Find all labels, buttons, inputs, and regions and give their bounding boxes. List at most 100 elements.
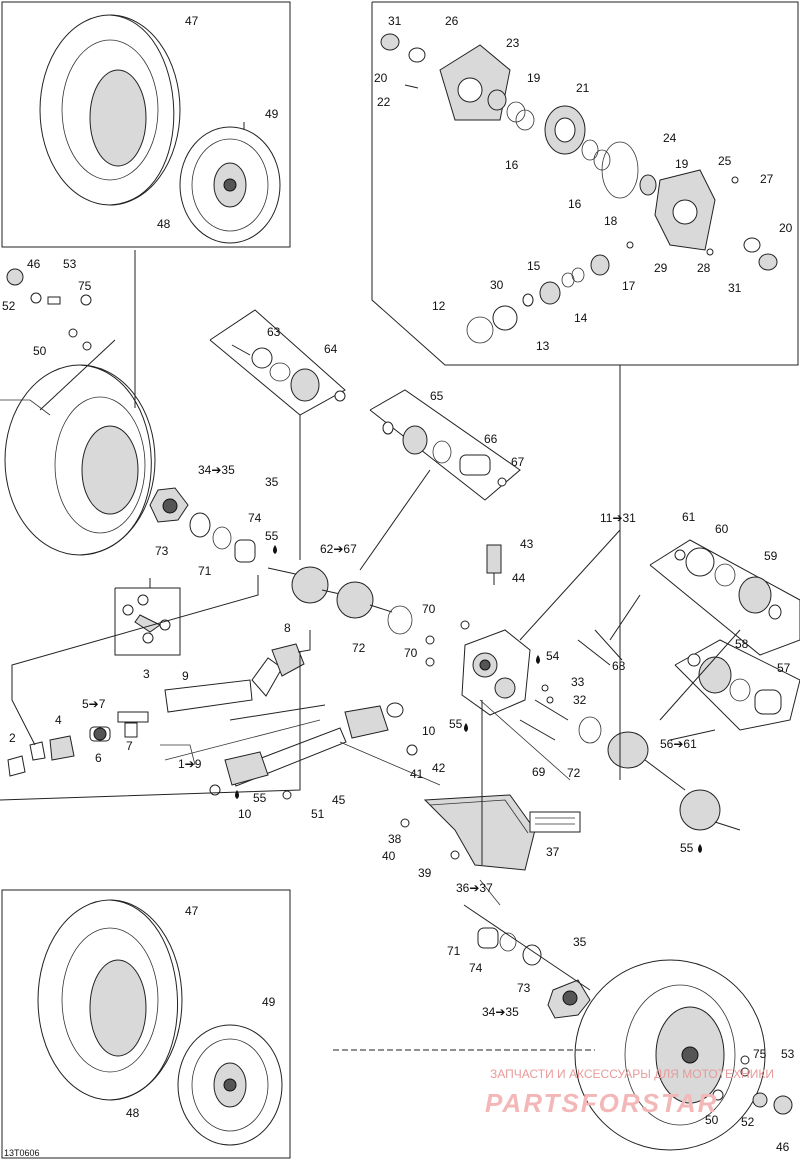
callout-9: 9 xyxy=(182,669,189,683)
callout-13: 13 xyxy=(536,339,550,353)
hub-lower xyxy=(547,979,591,1019)
callout-23: 23 xyxy=(506,36,520,50)
tire-lower-left xyxy=(37,899,183,1101)
watermark-text: ЗАПЧАСТИ И АКСЕССУАРЫ ДЛЯ МОТОТЕХНИКИ xyxy=(490,1067,774,1081)
callout-66: 66 xyxy=(484,432,498,446)
callout-31-a: 31 xyxy=(388,14,402,28)
callout-20-a: 20 xyxy=(374,71,388,85)
callout-65: 65 xyxy=(430,389,444,403)
upper-wheel-frame xyxy=(1,1,291,248)
callout-53-upper: 53 xyxy=(63,257,77,271)
callout-27: 27 xyxy=(760,172,774,186)
callout-7: 7 xyxy=(126,739,133,753)
leader-lines xyxy=(0,250,741,1051)
callout-14: 14 xyxy=(574,311,588,325)
callout-35-lower: 35 xyxy=(573,935,587,949)
ring-72 xyxy=(387,605,413,635)
callout-71-lower: 71 xyxy=(447,944,461,958)
callout-70-a: 70 xyxy=(422,602,436,616)
callout-41: 41 xyxy=(410,767,424,781)
half-shaft-62-67 xyxy=(267,566,393,619)
callout-22: 22 xyxy=(377,95,391,109)
callout-73-upper: 73 xyxy=(155,544,169,558)
callout-58: 58 xyxy=(735,637,749,651)
callout-17: 17 xyxy=(622,279,636,293)
callout-71-upper: 71 xyxy=(198,564,212,578)
callout-12: 12 xyxy=(432,299,446,313)
oil-drop-icon xyxy=(698,844,702,853)
ujoint-lower xyxy=(344,705,389,739)
callout-36-37: 36➔37 xyxy=(456,881,493,895)
callout-11-31: 11➔31 xyxy=(600,511,636,525)
callout-2: 2 xyxy=(9,731,16,745)
ring-72b xyxy=(578,716,602,744)
ring-74b xyxy=(499,932,517,952)
callout-19-a: 19 xyxy=(527,71,541,85)
differential-housing xyxy=(461,629,531,716)
callout-28: 28 xyxy=(697,261,711,275)
callout-69: 69 xyxy=(532,765,546,779)
callout-10-a: 10 xyxy=(422,724,436,738)
stud-69b xyxy=(534,699,569,721)
box-59-61 xyxy=(649,539,800,656)
callout-19-b: 19 xyxy=(675,157,689,171)
oil-drop-icon xyxy=(464,723,468,732)
box-63-64 xyxy=(209,309,346,416)
part-7 xyxy=(124,722,138,738)
parts-57-58 xyxy=(687,653,782,715)
callout-16-b: 16 xyxy=(568,197,582,211)
callout-63: 63 xyxy=(267,325,281,339)
ujoint-box-3 xyxy=(114,587,181,656)
callout-8: 8 xyxy=(284,621,291,635)
callout-25: 25 xyxy=(718,154,732,168)
callout-44: 44 xyxy=(512,571,526,585)
skid-plate-36-37 xyxy=(423,794,536,871)
parts-65-67 xyxy=(382,421,507,487)
callout-46-lower: 46 xyxy=(776,1140,790,1154)
callout-75-lower: 75 xyxy=(753,1047,767,1061)
oil-drop-icon xyxy=(536,655,540,664)
callout-48-upper: 48 xyxy=(157,217,171,231)
callout-61: 61 xyxy=(682,510,696,524)
callout-55-a: 55 xyxy=(265,529,279,543)
callout-48-lower: 48 xyxy=(126,1106,140,1120)
nut-46-upper xyxy=(6,268,92,351)
o-ring-24 xyxy=(601,141,639,199)
stud-69a xyxy=(519,719,556,741)
yoke-2 xyxy=(7,755,26,777)
seal-73b xyxy=(522,944,542,966)
callout-34-35-lower: 34➔35 xyxy=(482,1005,519,1019)
drawing-number: 13T0606 xyxy=(4,1148,40,1158)
callout-38: 38 xyxy=(388,832,402,846)
stud-68b xyxy=(577,639,611,666)
decal-37 xyxy=(529,811,581,833)
callout-59: 59 xyxy=(764,549,778,563)
diff-housing-25 xyxy=(654,169,716,251)
seal-73 xyxy=(189,512,211,538)
callout-30: 30 xyxy=(490,278,504,292)
callout-10-b: 10 xyxy=(238,807,252,821)
callout-21: 21 xyxy=(576,81,590,95)
callout-70-b: 70 xyxy=(404,646,418,660)
ring-74 xyxy=(212,526,232,550)
callout-5-7: 5➔7 xyxy=(82,697,106,711)
callout-55-c: 55 xyxy=(449,717,463,731)
callout-60: 60 xyxy=(715,522,729,536)
callout-57: 57 xyxy=(777,661,791,675)
callout-34-35-upper: 34➔35 xyxy=(198,463,235,477)
callout-54: 54 xyxy=(546,649,560,663)
part-6 xyxy=(117,711,149,723)
callout-55-b: 55 xyxy=(253,791,267,805)
callout-45: 45 xyxy=(332,793,346,807)
callout-74-upper: 74 xyxy=(248,511,262,525)
callout-72-a: 72 xyxy=(352,641,366,655)
tire-upper xyxy=(39,14,181,206)
oil-drop-icon xyxy=(235,790,239,799)
tire-lower-right xyxy=(574,959,766,1151)
yoke-4 xyxy=(49,735,75,761)
callout-68: 68 xyxy=(612,659,626,673)
callout-29: 29 xyxy=(654,261,668,275)
